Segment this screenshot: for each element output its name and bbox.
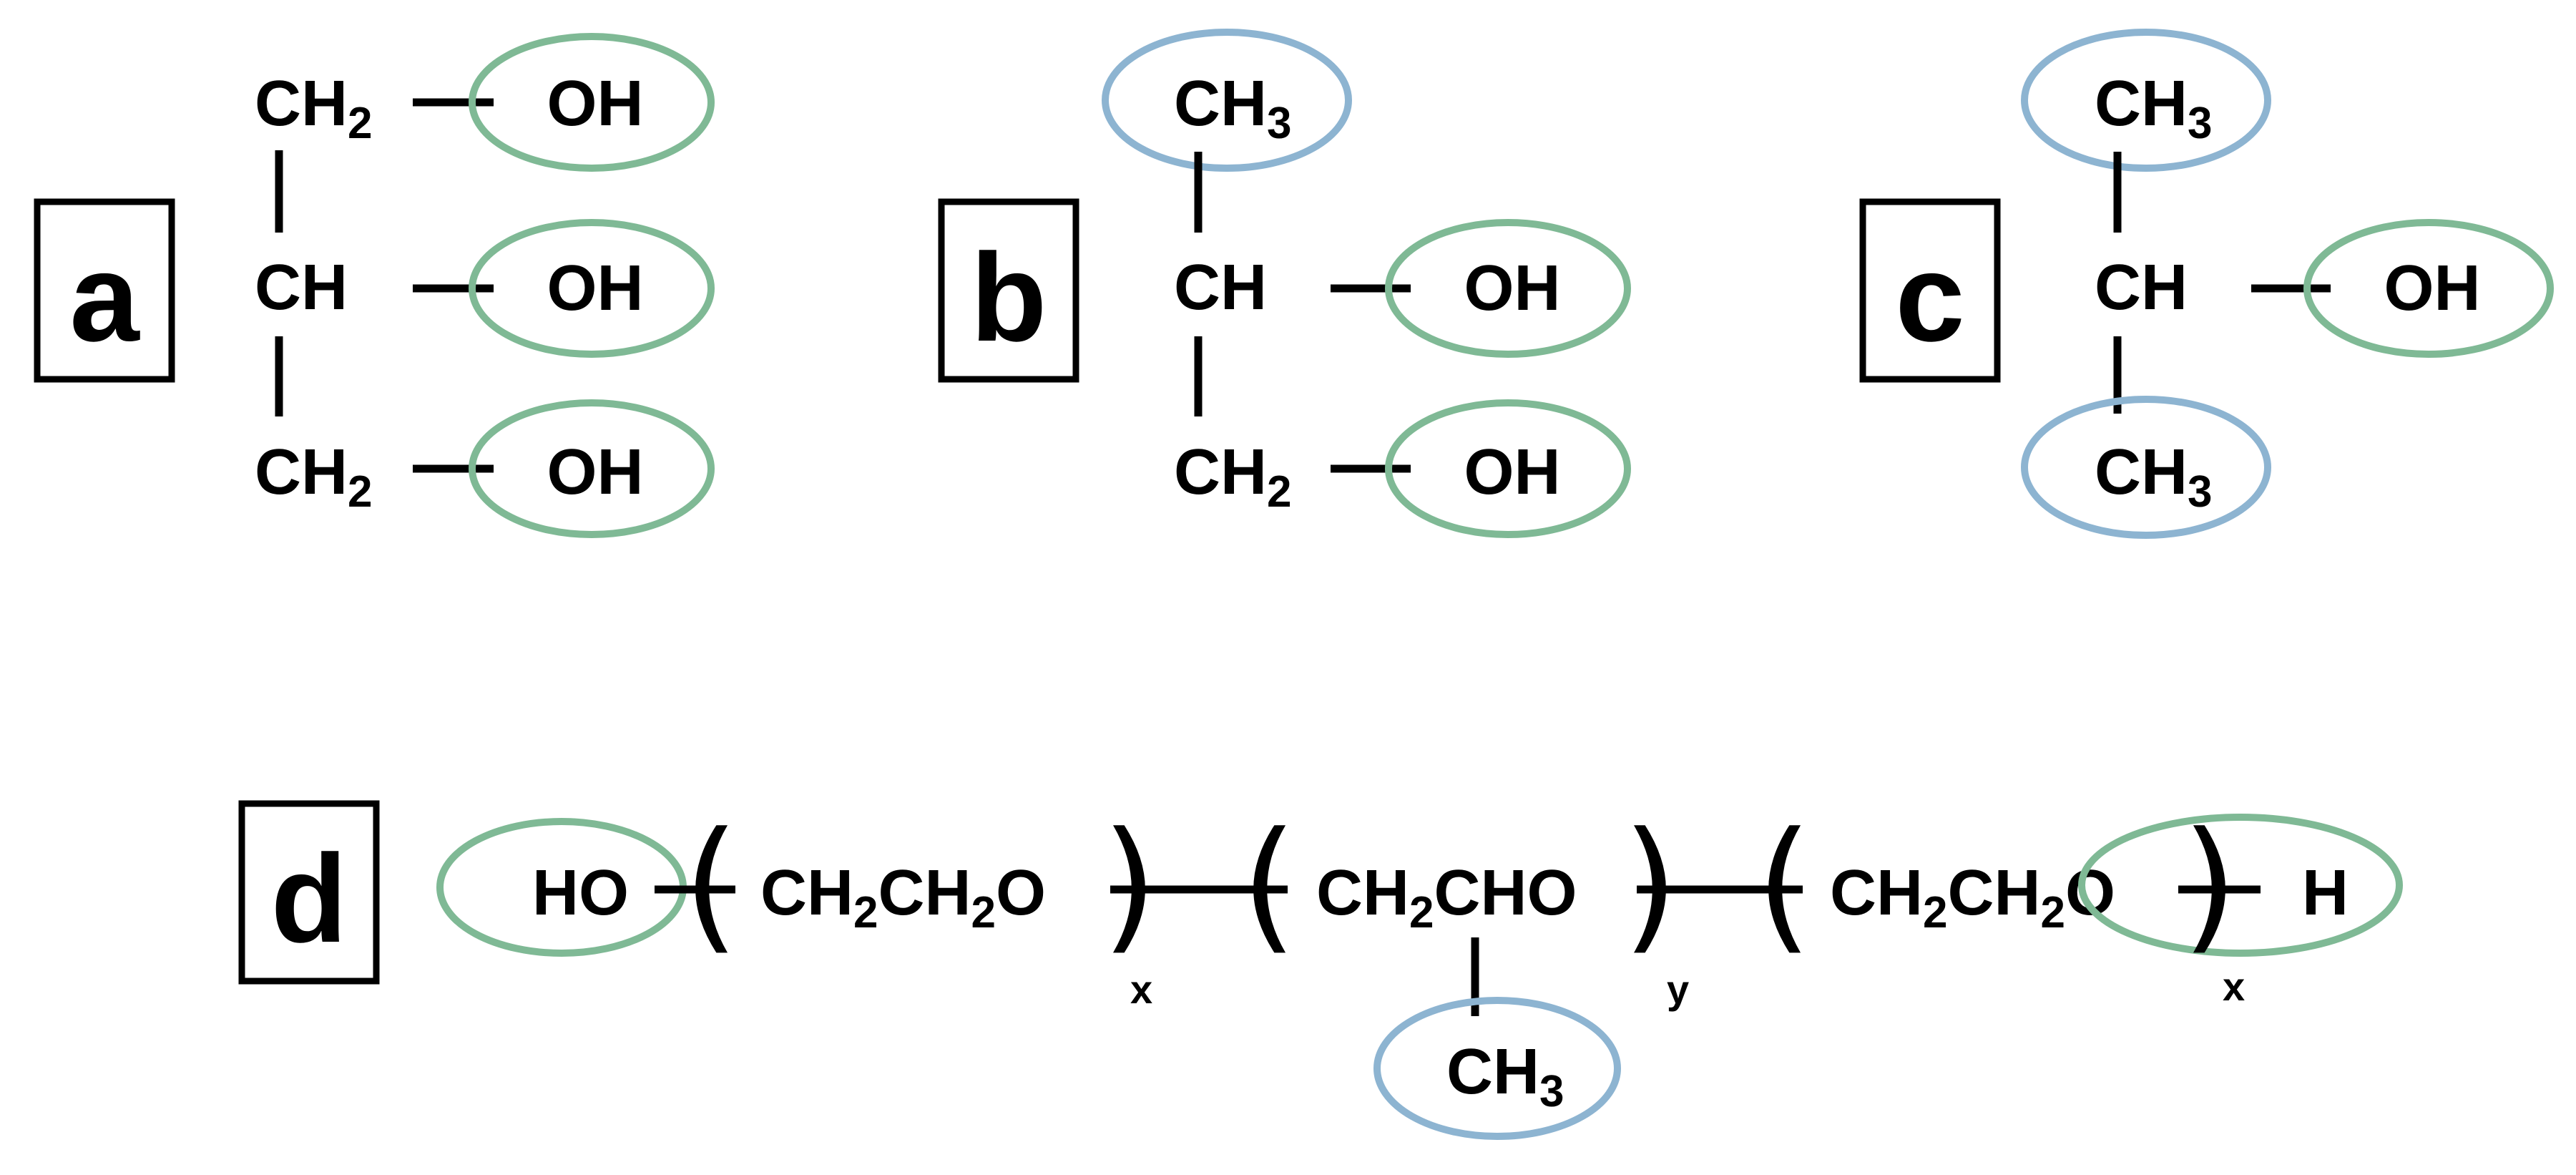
panel-b-top-methyl-ring-icon (1102, 29, 1352, 172)
panel-a-row2-carbon: CH (255, 252, 348, 323)
panel-c-middle-hydroxyl-ring-icon (2303, 219, 2554, 358)
panel-b-middle-hydroxyl-ring-icon (1385, 219, 1631, 358)
panel-d-unit1-formula: CH2CH2O (760, 857, 1046, 937)
panel-d-label: d (271, 829, 348, 969)
panel-b-label-box (938, 198, 1079, 383)
panel-d-unit1-repeat-count: x (1130, 967, 1152, 1012)
panel-a-row1-hydroxyl-ring-icon (469, 33, 715, 172)
panel-d-unit3-formula: CH2CH2O (1830, 857, 2115, 937)
panel-c: c CH3 CH OH CH3 (1859, 29, 2554, 539)
panel-d-left-end-group: HO (532, 857, 629, 929)
panel-d-right-hydroxyl-ring-icon (2078, 814, 2403, 957)
panel-a-label: a (69, 228, 140, 368)
panel-b-bottom-hydroxyl: OH (1464, 437, 1561, 508)
panel-d-unit2-open-paren: ( (1241, 801, 1297, 968)
panel-a-row3-hydroxyl-ring-icon (469, 399, 715, 538)
panel-d-unit1-open-paren: ( (683, 801, 739, 968)
panel-a-row3-hydroxyl: OH (547, 437, 644, 508)
panel-d: d HO ( CH2CH2O ) x ( CH2CHO ) y CH3 ( CH… (238, 800, 2403, 1140)
panel-c-bottom-methyl-ring-icon (2021, 396, 2271, 539)
panel-a-row2-hydroxyl: OH (547, 253, 644, 324)
panel-c-top-methyl: CH3 (2095, 68, 2212, 148)
panel-a: a CH2 OH CH OH CH2 OH (34, 33, 715, 538)
panel-c-bottom-methyl: CH3 (2095, 437, 2212, 517)
panel-a-label-box (34, 198, 175, 383)
panel-b-middle-carbon: CH (1174, 252, 1267, 323)
panel-d-unit2-repeat-count: y (1667, 967, 1689, 1012)
panel-b-middle-hydroxyl: OH (1464, 253, 1561, 324)
panel-d-unit3-open-paren: ( (1756, 801, 1812, 968)
panel-d-label-box (238, 800, 380, 985)
panel-d-unit3-close-paren: ) (2182, 801, 2238, 968)
panel-b-top-methyl: CH3 (1174, 68, 1291, 148)
panel-c-top-methyl-ring-icon (2021, 29, 2271, 172)
panel-a-row3-carbon: CH2 (255, 437, 372, 517)
panel-d-unit2-formula: CH2CHO (1316, 857, 1577, 937)
panel-c-label: c (1895, 228, 1964, 368)
panel-b-bottom-carbon: CH2 (1174, 437, 1291, 517)
panel-d-unit3-repeat-count: x (2223, 964, 2245, 1009)
panel-a-row1-hydroxyl: OH (547, 68, 644, 140)
panel-b: b CH3 CH OH CH2 OH (938, 29, 1631, 538)
panel-b-bottom-hydroxyl-ring-icon (1385, 399, 1631, 538)
panel-c-middle-hydroxyl: OH (2384, 253, 2481, 324)
panel-d-right-end-group: H (2302, 857, 2349, 929)
panel-a-row1-carbon: CH2 (255, 68, 372, 148)
panel-d-branch-methyl: CH3 (1446, 1036, 1564, 1116)
panel-c-middle-carbon: CH (2095, 252, 2188, 323)
panel-d-unit1-close-paren: ) (1102, 801, 1157, 968)
panel-c-label-box (1859, 198, 2001, 383)
panel-d-unit2-close-paren: ) (1622, 801, 1678, 968)
panel-d-branch-methyl-ring-icon (1373, 997, 1621, 1140)
panel-b-label: b (971, 228, 1047, 368)
panel-a-row2-hydroxyl-ring-icon (469, 219, 715, 358)
